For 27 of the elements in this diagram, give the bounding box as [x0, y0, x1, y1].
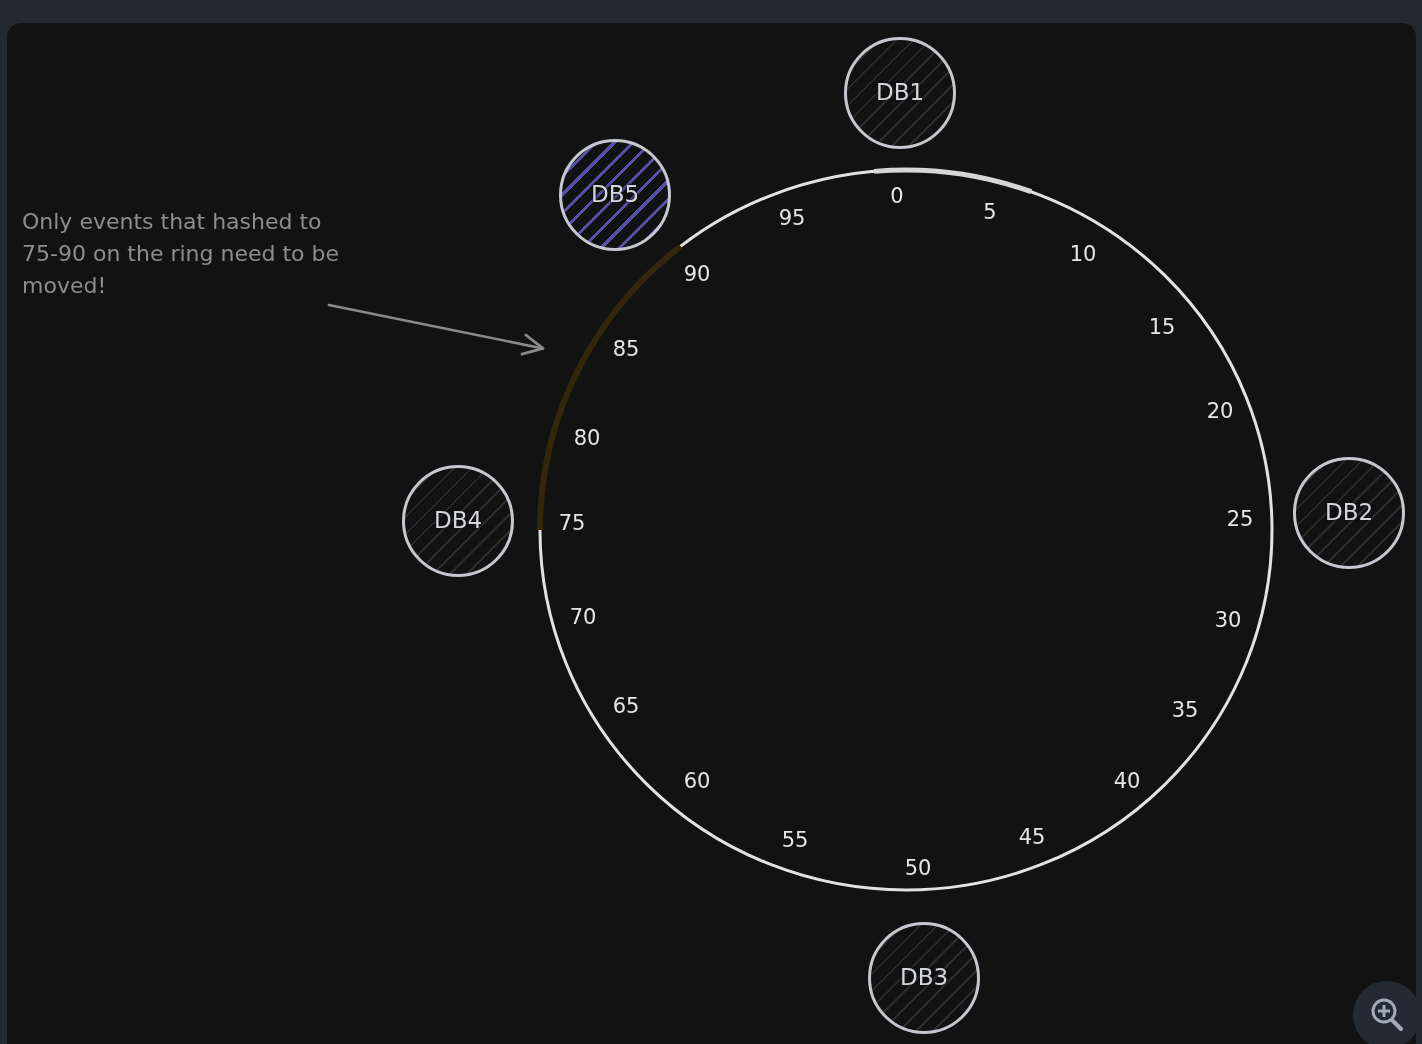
ring-position-label: 20: [1206, 400, 1234, 422]
highlighted-arc: [537, 244, 683, 531]
ring-position-label: 40: [1113, 770, 1141, 792]
ring-position-label: 80: [573, 427, 601, 449]
ring-position-label: 65: [612, 695, 640, 717]
ring-position-label: 15: [1148, 316, 1176, 338]
ring-position-label: 50: [904, 857, 932, 879]
ring-position-label: 70: [569, 606, 597, 628]
ring-position-label: 0: [890, 185, 904, 207]
ring-position-label: 95: [778, 207, 806, 229]
ring-position-label: 35: [1171, 699, 1199, 721]
ring-position-label: 55: [781, 829, 809, 851]
annotation-note: Only events that hashed to 75-90 on the ring need to be moved!: [22, 206, 352, 302]
ring-position-label: 90: [683, 263, 711, 285]
ring-position-label: 45: [1018, 826, 1046, 848]
ring-position-label: 85: [612, 338, 640, 360]
ring-position-label: 60: [683, 770, 711, 792]
ring-position-label: 10: [1069, 243, 1097, 265]
ring-position-label: 25: [1226, 508, 1254, 530]
node-label: DB3: [899, 965, 949, 991]
arrow: [327, 303, 545, 356]
node-label: DB1: [875, 80, 925, 106]
ring-position-label: 75: [558, 512, 586, 534]
ring-position-label: 30: [1214, 609, 1242, 631]
ring-position-label: 5: [983, 201, 997, 223]
node-label: DB4: [433, 508, 483, 534]
node-label: DB2: [1324, 500, 1374, 526]
